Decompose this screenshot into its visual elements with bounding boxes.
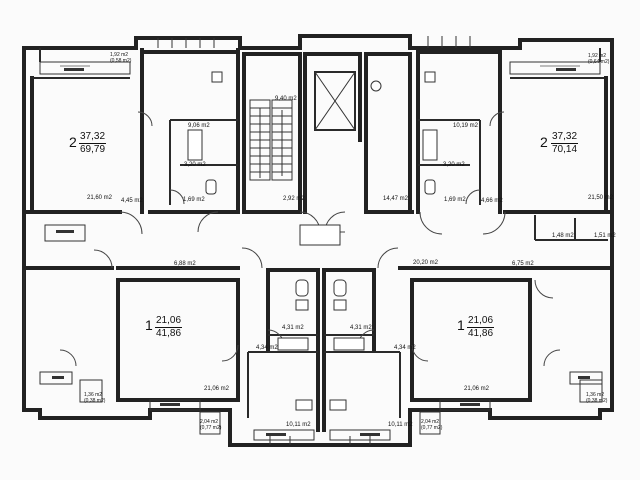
apt-total-area: 70,14: [552, 144, 578, 155]
loggia-area-reduced: (0,64 m2): [588, 58, 610, 65]
apt-total-area: 69,79: [80, 144, 106, 155]
loggia-label-bottom-left: 1,36 m2 (0,38 m2): [84, 392, 106, 404]
loggia-area-reduced: (0,77 m2): [200, 424, 222, 431]
room-area-label: 1,51 m2: [594, 233, 616, 239]
room-area-label: 9,06 m2: [188, 123, 210, 129]
loggia-label-top-right: 1,92 m2 (0,64 m2): [588, 53, 610, 65]
room-area-label: 21,06 m2: [204, 386, 230, 392]
balcony-top-left: [39, 61, 131, 75]
room-area-label: 1,48 m2: [552, 233, 574, 239]
apt-area-top-left: 37,32 69,79: [79, 131, 107, 155]
loggia-area-reduced: (0,77 m2): [421, 424, 443, 431]
loggia-label-bottom-center-left: 2,04 m2 (0,77 m2): [200, 419, 222, 431]
room-area-label: 20,20 m2: [413, 260, 439, 266]
room-area-label: 3,20 m2: [443, 162, 465, 168]
apt-total-area: 41,86: [156, 328, 182, 339]
room-area-label: 21,50 m2: [588, 195, 614, 201]
apt-living-area: 21,06: [467, 315, 495, 328]
interior-walls: [22, 48, 614, 432]
room-area-label: 1,69 m2: [183, 197, 205, 203]
apt-living-area: 37,32: [551, 131, 579, 144]
apt-rooms-bottom-left: 1: [145, 317, 153, 333]
loggia-area: 1,92 m2: [110, 52, 129, 58]
loggia-area: 1,36 m2: [586, 392, 605, 398]
apt-rooms-top-right: 2: [540, 134, 548, 150]
room-area-label: 6,88 m2: [174, 261, 196, 267]
room-area-label: 10,11 m2: [388, 422, 413, 428]
door-swings: [59, 111, 561, 367]
room-area-label: 1,69 m2: [444, 197, 466, 203]
loggia-label-top-left: 1,92 m2 (0,58 m2): [110, 52, 132, 64]
room-area-label: 4,31 m2: [350, 325, 372, 331]
wall-ticks: [157, 36, 471, 445]
room-area-label: 21,60 m2: [87, 195, 113, 201]
apt-rooms-bottom-right: 1: [457, 317, 465, 333]
room-area-label: 4,34 m2: [394, 345, 416, 351]
room-area-label: 9,40 m2: [275, 96, 297, 102]
room-area-label: 10,11 m2: [286, 422, 311, 428]
loggia-area-reduced: (0,38 m2): [586, 397, 608, 404]
loggia-label-bottom-center-right: 2,04 m2 (0,77 m2): [421, 419, 443, 431]
lift-shaft: [314, 71, 382, 131]
loggia-area: 2,04 m2: [421, 419, 440, 425]
room-area-label: 4,31 m2: [282, 325, 304, 331]
room-area-label: 2,92 m2: [283, 196, 305, 202]
apt-living-area: 37,32: [79, 131, 107, 144]
loggia-label-bottom-right: 1,36 m2 (0,38 m2): [586, 392, 608, 404]
apt-area-bottom-right: 21,06 41,86: [467, 315, 495, 339]
apt-area-top-right: 37,32 70,14: [551, 131, 579, 155]
stairs: [249, 99, 293, 181]
loggia-area-reduced: (0,38 m2): [84, 397, 106, 404]
fixtures: [187, 71, 438, 411]
balcony-top-right: [509, 61, 601, 75]
outer-walls: [22, 34, 614, 447]
apt-rooms-top-left: 2: [69, 134, 77, 150]
loggia-area-reduced: (0,58 m2): [110, 57, 132, 64]
room-area-label: 14,47 m2: [383, 196, 409, 202]
room-area-label: 3,20 m2: [184, 162, 206, 168]
loggia-area: 2,04 m2: [200, 419, 219, 425]
apt-living-area: 21,06: [155, 315, 183, 328]
room-area-label: 10,19 m2: [453, 123, 479, 129]
bottom-balconies: [39, 224, 603, 441]
room-area-label: 21,06 m2: [464, 386, 490, 392]
room-area-label: 4,45 m2: [121, 198, 143, 204]
apt-area-bottom-left: 21,06 41,86: [155, 315, 183, 339]
room-area-label: 4,66 m2: [481, 198, 503, 204]
room-area-label: 6,75 m2: [512, 261, 534, 267]
room-area-label: 4,34 m2: [256, 345, 278, 351]
apt-total-area: 41,86: [468, 328, 494, 339]
loggia-area: 1,92 m2: [588, 53, 607, 59]
loggia-area: 1,36 m2: [84, 392, 103, 398]
